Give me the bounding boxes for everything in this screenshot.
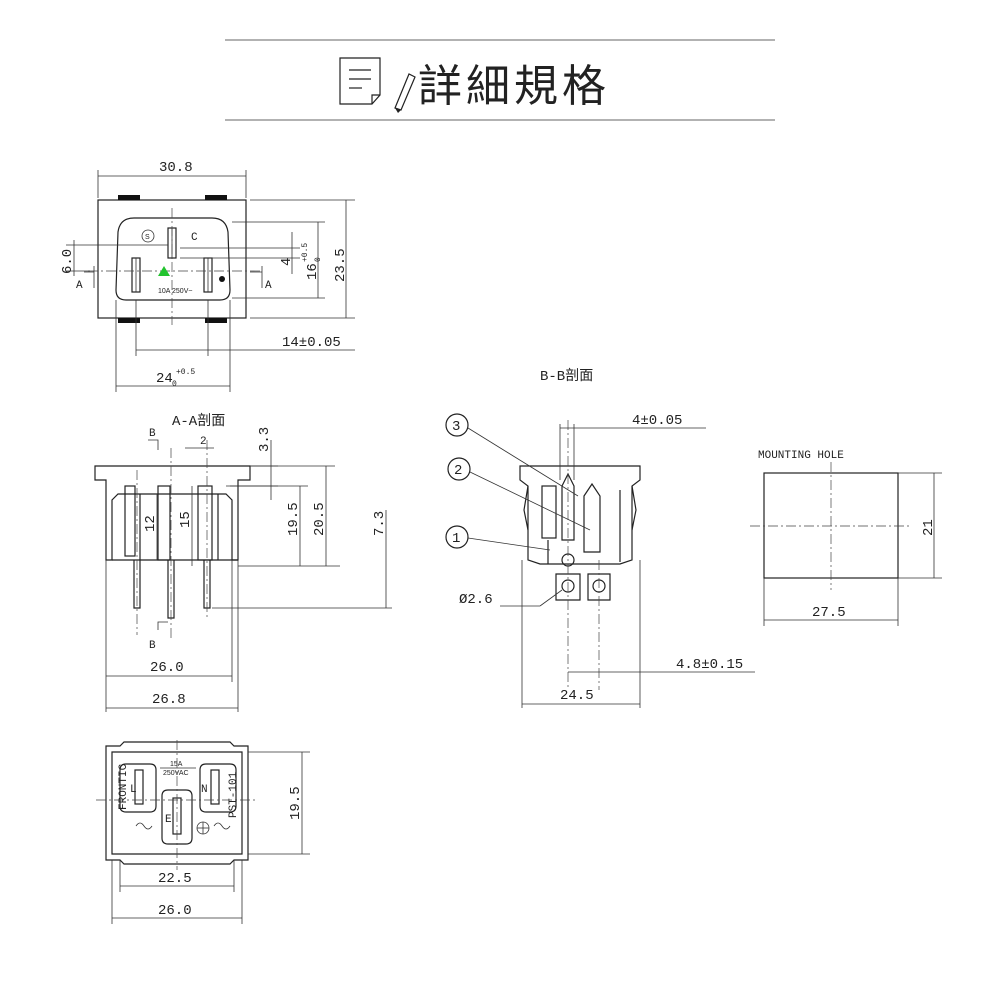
dim-6-0: 6.0 bbox=[60, 249, 76, 274]
model-text: PST-101 bbox=[228, 771, 240, 818]
callout-2: 2 bbox=[454, 463, 462, 479]
ul-mark-right-icon bbox=[213, 822, 231, 830]
header: 詳細規格 bbox=[225, 39, 775, 121]
ground-symbol-icon bbox=[196, 821, 210, 835]
front-view: S C 10A 250V~ A A 30.8 23.5 16 +0.5 0 4 bbox=[60, 160, 355, 392]
section-bb-view: B-B剖面 3 2 1 Ø2.6 bbox=[445, 368, 755, 708]
dim-26-8: 26.8 bbox=[152, 692, 186, 708]
hole-diameter: Ø2.6 bbox=[459, 592, 493, 608]
front-rating: 10A 250V~ bbox=[158, 288, 192, 295]
dim-2: 2 bbox=[200, 436, 207, 448]
section-b-top: B bbox=[149, 428, 156, 440]
pin-n: N bbox=[201, 784, 208, 796]
pin-e: E bbox=[165, 814, 172, 826]
mark-s: S bbox=[145, 234, 150, 241]
dim-7-3: 7.3 bbox=[372, 511, 388, 536]
rating-amps: 15A bbox=[170, 761, 183, 768]
dim-height-23-5: 23.5 bbox=[333, 248, 349, 282]
mounting-hole-view: MOUNTING HOLE 21 27.5 bbox=[750, 450, 942, 626]
dim-16-tol: +0.5 bbox=[301, 243, 310, 262]
dim-bb-width: 24.5 bbox=[560, 688, 594, 704]
dim-24-tol-low: 0 bbox=[172, 380, 177, 389]
brand-text: FRONTIC bbox=[118, 763, 130, 810]
back-outer-width: 26.0 bbox=[158, 903, 192, 919]
section-b-bottom: B bbox=[149, 640, 156, 652]
dim-4: 4 bbox=[279, 258, 295, 266]
section-label-right: A bbox=[265, 280, 272, 292]
dim-26-0: 26.0 bbox=[150, 660, 184, 676]
dim-width-30-8: 30.8 bbox=[159, 160, 193, 176]
section-aa-view: A-A剖面 B B 2 3.3 12 bbox=[94, 413, 392, 712]
certification-mark-icon bbox=[158, 266, 170, 276]
pin-l: L bbox=[130, 784, 137, 796]
dim-pitch: 4.8±0.15 bbox=[676, 657, 743, 673]
section-bb-label: B-B剖面 bbox=[540, 368, 593, 385]
dim-15: 15 bbox=[178, 511, 194, 528]
dim-24-tol: +0.5 bbox=[176, 368, 195, 377]
back-view: L N E 15A 250VAC FRONTIC PST-101 bbox=[96, 740, 310, 924]
dim-16: 16 bbox=[305, 263, 321, 280]
dim-20-5: 20.5 bbox=[312, 502, 328, 536]
mark-c: C bbox=[191, 232, 198, 244]
dim-3-3: 3.3 bbox=[257, 427, 273, 452]
dim-14: 14±0.05 bbox=[282, 335, 341, 351]
section-aa-label: A-A剖面 bbox=[172, 413, 225, 430]
dim-24: 24 bbox=[156, 371, 173, 387]
section-label-left: A bbox=[76, 280, 83, 292]
mounting-width: 27.5 bbox=[812, 605, 846, 621]
mounting-label: MOUNTING HOLE bbox=[758, 450, 844, 462]
dim-bb-4: 4±0.05 bbox=[632, 413, 682, 429]
mounting-height: 21 bbox=[921, 519, 937, 536]
back-inner-width: 22.5 bbox=[158, 871, 192, 887]
callout-3: 3 bbox=[452, 419, 460, 435]
dim-12: 12 bbox=[143, 515, 159, 532]
callout-1: 1 bbox=[452, 531, 460, 547]
document-pen-icon bbox=[339, 57, 416, 113]
ul-mark-icon bbox=[135, 822, 153, 830]
page-title: 詳細規格 bbox=[418, 61, 610, 112]
dim-19-5: 19.5 bbox=[286, 502, 302, 536]
back-height: 19.5 bbox=[288, 786, 304, 820]
rating-volts: 250VAC bbox=[163, 770, 189, 777]
dim-16-tol-low: 0 bbox=[314, 257, 323, 262]
